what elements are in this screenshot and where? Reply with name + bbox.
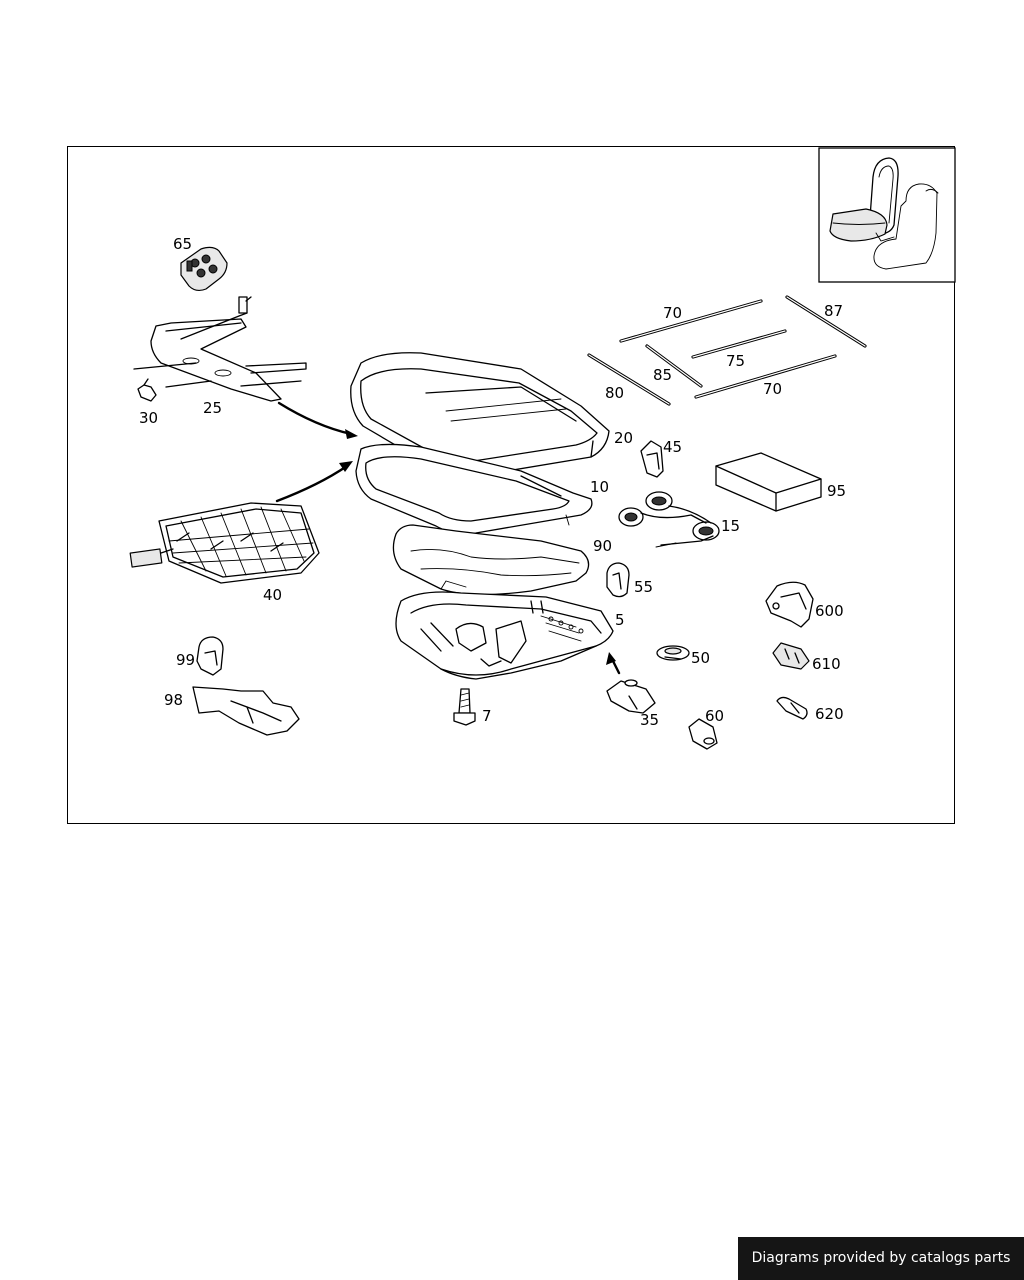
callout-70-bottom: 70 [763, 380, 782, 398]
callout-99: 99 [176, 651, 195, 669]
exploded-seat-diagram: 65 25 30 40 20 10 90 5 70 87 75 85 80 70… [129, 147, 956, 750]
callout-80: 80 [605, 384, 624, 402]
callout-5: 5 [615, 611, 625, 629]
part-610-connector [772, 642, 810, 670]
callout-98: 98 [164, 691, 183, 709]
part-99-clip [196, 636, 224, 676]
parts-rods-70-87 [587, 295, 867, 406]
callout-30: 30 [139, 409, 158, 427]
part-30-clip [137, 378, 157, 402]
part-35-bracket [606, 679, 656, 714]
part-60-plug [688, 718, 718, 750]
callout-87: 87 [824, 302, 843, 320]
callout-20: 20 [614, 429, 633, 447]
callout-35: 35 [640, 711, 659, 729]
part-40-heating-mat [129, 502, 320, 584]
callout-95: 95 [827, 482, 846, 500]
callout-65: 65 [173, 235, 192, 253]
callout-55: 55 [634, 578, 653, 596]
part-90-foam-pad [392, 524, 590, 596]
part-25-seat-frame [133, 296, 307, 402]
part-620-bulb [776, 696, 808, 720]
part-15-wiring-harness [618, 491, 720, 548]
part-55-clip [606, 562, 630, 598]
part-10-seat-cushion-foam [355, 443, 593, 554]
parts-diagram-frame: 65 25 30 40 20 10 90 5 70 87 75 85 80 70… [67, 146, 956, 824]
callout-70-top: 70 [663, 304, 682, 322]
callout-40: 40 [263, 586, 282, 604]
callout-10: 10 [590, 478, 609, 496]
part-7-bolt [453, 688, 476, 726]
callout-15: 15 [721, 517, 740, 535]
part-95-foam-block [715, 452, 822, 512]
part-50-grommet [656, 645, 690, 661]
part-600-cover [765, 581, 814, 628]
footer-credit-text: Diagrams provided by catalogs parts [751, 1250, 1011, 1266]
callout-25: 25 [203, 399, 222, 417]
part-98-trim [192, 686, 300, 736]
part-5-seat-pan [395, 591, 614, 680]
callout-50: 50 [691, 649, 710, 667]
part-65-seat-switch [180, 246, 228, 292]
callout-90: 90 [593, 537, 612, 555]
part-45-clip [640, 440, 664, 478]
callout-610: 610 [812, 655, 841, 673]
callout-60: 60 [705, 707, 724, 725]
footer-credit-badge: Diagrams provided by catalogs parts [738, 1237, 1024, 1280]
callout-75: 75 [726, 352, 745, 370]
callout-7: 7 [482, 707, 492, 725]
assembly-arrows [275, 401, 621, 675]
seat-overview-inset [818, 147, 956, 283]
callout-labels: 65 25 30 40 20 10 90 5 70 87 75 85 80 70… [139, 235, 846, 729]
callout-600: 600 [815, 602, 844, 620]
callout-45: 45 [663, 438, 682, 456]
callout-85: 85 [653, 366, 672, 384]
callout-620: 620 [815, 705, 844, 723]
